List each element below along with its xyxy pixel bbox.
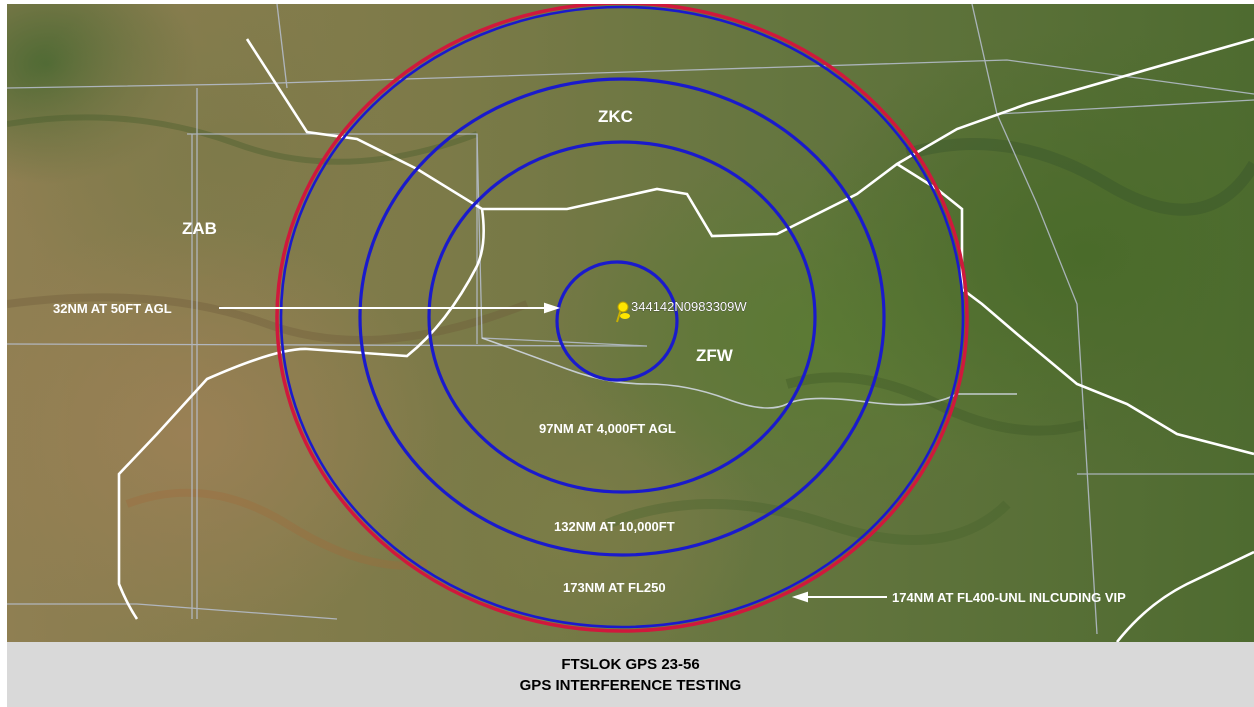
river	[481, 337, 1017, 409]
region-label-zfw: ZFW	[696, 346, 734, 365]
caption-bar: FTSLOK GPS 23-56 GPS INTERFERENCE TESTIN…	[7, 642, 1254, 707]
terrain-texture	[7, 114, 1254, 570]
center-coordinate-label: 344142N0983309W	[631, 299, 747, 314]
ring-label-97: 97NM AT 4,000FT AGL	[539, 421, 676, 436]
ring-label-174: 174NM AT FL400-UNL INLCUDING VIP	[892, 590, 1126, 605]
ring-173	[279, 5, 965, 629]
ring-97	[427, 140, 817, 494]
arrow-head-174	[791, 591, 808, 603]
map-view[interactable]: 344142N0983309W ZAB ZKC ZFW 32NM AT 50FT…	[7, 4, 1254, 642]
ring-132	[358, 77, 886, 557]
caption-title: FTSLOK GPS 23-56	[561, 655, 700, 673]
region-label-zkc: ZKC	[598, 107, 633, 126]
state-lines	[7, 4, 1254, 635]
ring-label-132: 132NM AT 10,000FT	[554, 519, 675, 534]
region-label-zab: ZAB	[182, 219, 217, 238]
artcc-boundaries	[117, 37, 1254, 642]
pushpin-icon[interactable]	[616, 301, 630, 323]
ring-32	[555, 260, 679, 382]
arrow-head-32	[544, 302, 561, 314]
interference-rings	[275, 4, 969, 633]
ring-label-32: 32NM AT 50FT AGL	[53, 301, 172, 316]
ring-label-173: 173NM AT FL250	[563, 580, 666, 595]
arrows	[219, 302, 887, 603]
map-overlay: 344142N0983309W ZAB ZKC ZFW 32NM AT 50FT…	[7, 4, 1254, 642]
caption-subtitle: GPS INTERFERENCE TESTING	[519, 676, 742, 694]
ring-174-outer	[275, 4, 969, 633]
